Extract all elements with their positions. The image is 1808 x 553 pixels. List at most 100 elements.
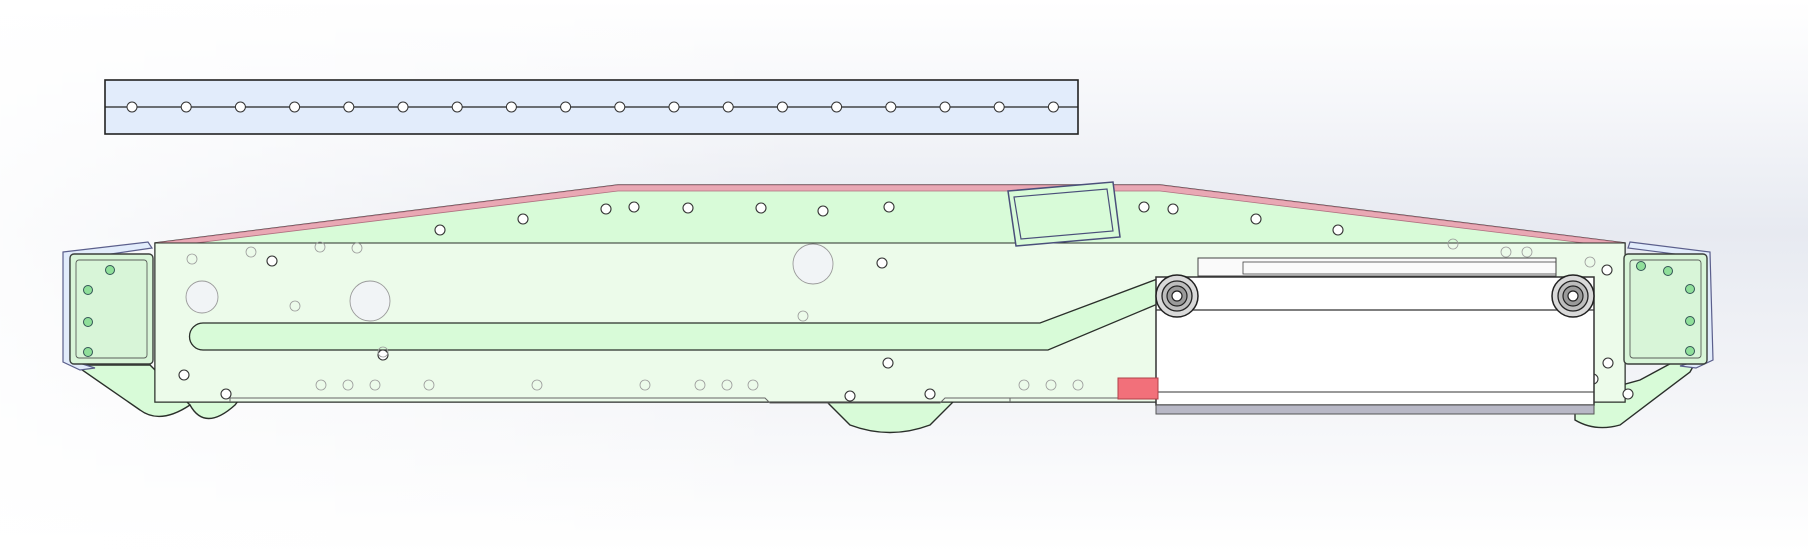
strip-hole	[668, 101, 680, 113]
center-foot	[823, 399, 957, 434]
plate-hole	[876, 257, 888, 269]
plate-hole	[220, 388, 232, 400]
right-bracket-inner	[1629, 259, 1702, 359]
strip-hole	[722, 101, 734, 113]
module-top-rail	[1197, 257, 1557, 277]
plate-hole	[1601, 264, 1613, 276]
bracket-hole	[1685, 346, 1695, 356]
bracket-hole	[1685, 284, 1695, 294]
hidden-hole	[1072, 379, 1084, 391]
hidden-large-hole	[792, 243, 834, 285]
hidden-large-hole	[185, 280, 219, 314]
hidden-hole	[639, 379, 651, 391]
plate-hole	[1332, 224, 1344, 236]
strip-hole	[397, 101, 409, 113]
roller-right[interactable]	[1551, 274, 1595, 318]
hidden-hole	[342, 379, 354, 391]
hidden-hole	[1521, 246, 1533, 258]
plate-hole	[1138, 201, 1150, 213]
left-bracket-inner	[75, 259, 148, 359]
roller-axle	[1171, 290, 1183, 302]
hidden-hole	[1447, 238, 1459, 250]
strip-hole	[505, 101, 517, 113]
tab-inner	[1013, 188, 1114, 240]
hidden-hole	[531, 379, 543, 391]
hidden-hole	[1045, 379, 1057, 391]
strip-hole	[126, 101, 138, 113]
plate-hole	[600, 203, 612, 215]
plate-hole	[844, 390, 856, 402]
hidden-hole	[1500, 246, 1512, 258]
hidden-hole	[423, 379, 435, 391]
hidden-hole	[1584, 256, 1596, 268]
bracket-hole	[105, 265, 115, 275]
hidden-hole	[369, 379, 381, 391]
plate-hidden-holes	[185, 238, 1596, 391]
roller-module[interactable]	[1155, 257, 1595, 415]
plate-hole	[1602, 357, 1614, 369]
hidden-hole	[186, 253, 198, 265]
hidden-hole	[747, 379, 759, 391]
tab-outer	[1007, 181, 1121, 247]
bracket-hole	[1685, 316, 1695, 326]
plate-hole	[755, 202, 767, 214]
plate-bottom-lip	[229, 397, 1160, 404]
strip-hole	[560, 101, 572, 113]
plate-hole	[1250, 213, 1262, 225]
strip-hole	[451, 101, 463, 113]
strip-hole	[234, 101, 246, 113]
strip-hole	[939, 101, 951, 113]
top-rectangular-tab[interactable]	[1007, 181, 1121, 247]
plate-hole	[517, 213, 529, 225]
module-box	[1155, 276, 1595, 406]
bracket-hole	[83, 317, 93, 327]
strip-hole	[776, 101, 788, 113]
strip-hole	[614, 101, 626, 113]
strip-hole	[993, 101, 1005, 113]
hinge-strip-holes	[126, 101, 1059, 113]
hinge-strip[interactable]	[104, 79, 1079, 135]
plate-hole	[924, 388, 936, 400]
strip-hole	[180, 101, 192, 113]
plate-hole	[682, 202, 694, 214]
plate-hole	[377, 349, 389, 361]
plate-hole	[266, 255, 278, 267]
bracket-hole	[83, 285, 93, 295]
plate-slot	[188, 277, 1161, 351]
hidden-hole	[721, 379, 733, 391]
strip-hole	[343, 101, 355, 113]
roller-axle	[1567, 290, 1579, 302]
hidden-hole	[1018, 379, 1030, 391]
hidden-hole	[289, 300, 301, 312]
bracket-holes	[83, 261, 1695, 357]
plate-hole	[1167, 203, 1179, 215]
bracket-hole	[1663, 266, 1673, 276]
hidden-hole	[315, 379, 327, 391]
plate-hole	[883, 201, 895, 213]
plate-hole	[178, 369, 190, 381]
right-bracket-face	[1623, 253, 1708, 365]
hidden-hole	[351, 242, 363, 254]
bracket-hole	[1636, 261, 1646, 271]
bracket-hole	[83, 347, 93, 357]
left-bracket-face	[69, 253, 154, 365]
red-stop-block[interactable]	[1117, 377, 1159, 400]
hidden-hole	[245, 246, 257, 258]
strip-hole	[831, 101, 843, 113]
plate-hole	[817, 205, 829, 217]
module-base	[1155, 404, 1595, 415]
hidden-hole	[694, 379, 706, 391]
hidden-hole	[797, 310, 809, 322]
strip-hole	[1047, 101, 1059, 113]
hidden-large-hole	[349, 280, 391, 322]
plate-hole	[1622, 388, 1634, 400]
plate-hole	[882, 357, 894, 369]
left-end-bracket[interactable]	[62, 241, 154, 371]
plate-hole	[434, 224, 446, 236]
right-end-bracket[interactable]	[83, 241, 1714, 369]
hidden-hole	[377, 346, 389, 358]
plate-hole	[628, 201, 640, 213]
roller-left[interactable]	[1155, 274, 1199, 318]
